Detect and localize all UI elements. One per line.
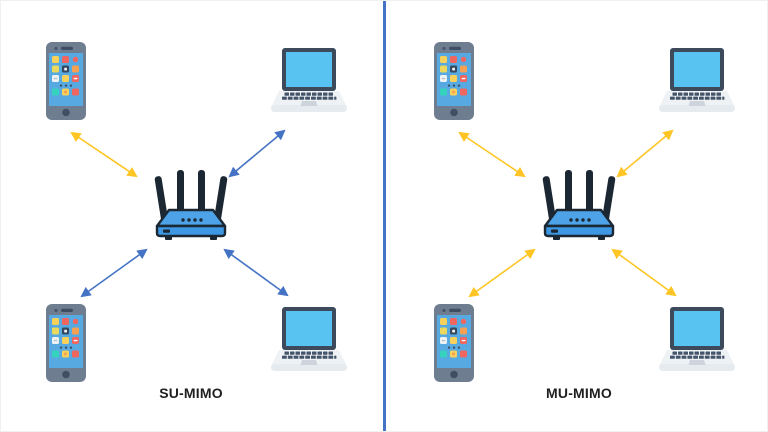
smartphone-icon <box>45 303 87 383</box>
signal-arrow-mu-laptop-bottom <box>611 248 677 297</box>
laptop-icon <box>659 307 735 374</box>
signal-arrow-mu-laptop-top <box>616 129 674 178</box>
smartphone-icon <box>45 41 87 121</box>
panel-divider <box>383 1 386 431</box>
panel-label-su-mimo: SU-MIMO <box>159 385 223 401</box>
signal-arrow-mu-phone-bottom <box>468 248 536 298</box>
smartphone-icon <box>433 303 475 383</box>
signal-arrow-su-laptop-bottom <box>223 248 289 297</box>
signal-arrow-su-laptop-top <box>228 129 286 178</box>
router-icon <box>534 167 624 241</box>
signal-arrow-su-phone-top <box>70 131 138 178</box>
signal-arrow-mu-phone-top <box>458 131 526 178</box>
signal-arrow-su-phone-bottom <box>80 248 148 298</box>
router-icon <box>146 167 236 241</box>
panel-label-mu-mimo: MU-MIMO <box>546 385 612 401</box>
smartphone-icon <box>433 41 475 121</box>
laptop-icon <box>271 307 347 374</box>
laptop-icon <box>659 48 735 115</box>
laptop-icon <box>271 48 347 115</box>
